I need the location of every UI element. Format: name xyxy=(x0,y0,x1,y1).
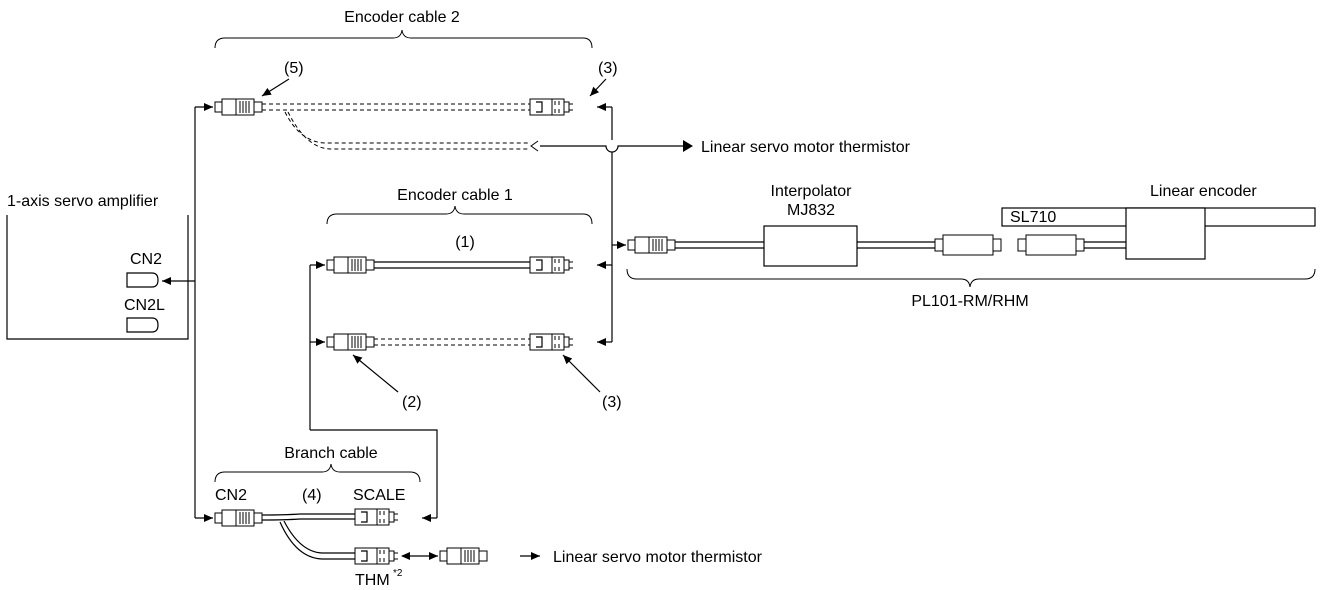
linear-encoder-title: Linear encoder xyxy=(1150,183,1257,200)
thm-extension-connector xyxy=(439,547,488,565)
branch-cable-label: Branch cable xyxy=(284,445,377,462)
cn2-label: CN2 xyxy=(130,251,162,268)
branch-cn2-connector xyxy=(214,509,263,527)
branch-cn2-label: CN2 xyxy=(215,487,247,504)
ref-1-label: (1) xyxy=(455,234,475,251)
cable1b-amp-connector xyxy=(326,333,375,351)
cable1-amp-connector xyxy=(326,256,375,274)
ref-3-top-arrow xyxy=(589,78,607,97)
ref-2-label: (2) xyxy=(402,394,422,411)
branch-scale-connector xyxy=(354,508,399,526)
interpolator-out-connector xyxy=(942,234,994,256)
cable1-encoder-connector xyxy=(529,256,574,274)
encoder-in-connector xyxy=(1025,234,1077,256)
encoder-cable-1: Encoder cable 1 (1) (2) (3) xyxy=(326,187,622,411)
encoder-cable-2-brace xyxy=(214,29,593,49)
interpolator-assembly: Interpolator MJ832 Linear encoder SL710 … xyxy=(626,183,1316,310)
ref-4-label: (4) xyxy=(302,487,322,504)
thermistor-link-top xyxy=(540,145,683,153)
cable1b-encoder-connector xyxy=(529,333,574,351)
encoder-cable-1-label: Encoder cable 1 xyxy=(397,187,513,204)
cable2-encoder-connector xyxy=(529,98,574,116)
interpolator-model: MJ832 xyxy=(787,202,835,219)
linear-encoder-head xyxy=(1125,207,1206,260)
servo-amplifier: 1-axis servo amplifier CN2 CN2L xyxy=(6,193,189,340)
interpolator-title: Interpolator xyxy=(771,183,853,200)
ref-3-top-label: (3) xyxy=(598,60,618,77)
ref-2-arrow xyxy=(352,354,399,393)
pl101-connector xyxy=(627,236,676,254)
ref-5-arrow xyxy=(261,78,290,97)
pl101-label: PL101-RM/RHM xyxy=(911,293,1028,310)
thermistor-top-label: Linear servo motor thermistor xyxy=(701,139,911,156)
linear-encoder-model: SL710 xyxy=(1010,209,1056,226)
cn2l-port xyxy=(126,317,159,333)
pl101-brace xyxy=(626,268,1316,288)
encoder-cable-2-label: Encoder cable 2 xyxy=(344,9,460,26)
ref-3-bottom-label: (3) xyxy=(602,394,622,411)
branch-cable-brace xyxy=(214,463,421,483)
ref-5-label: (5) xyxy=(284,60,304,77)
branch-cable: Branch cable CN2 (4) SCALE THM *2 Linear… xyxy=(214,445,763,589)
ref-3-bottom-arrow xyxy=(562,354,601,393)
amplifier-label: 1-axis servo amplifier xyxy=(7,193,159,210)
cable2-amp-connector xyxy=(214,98,263,116)
thermistor-bottom-label: Linear servo motor thermistor xyxy=(553,549,763,566)
interpolator-box xyxy=(763,225,858,267)
branch-scale-label: SCALE xyxy=(353,487,405,504)
cn2-port xyxy=(126,272,159,288)
encoder-cable-2: Encoder cable 2 (5) (3) xyxy=(214,9,618,152)
thm-label: THM xyxy=(355,572,390,589)
encoder-cable-1-brace xyxy=(326,205,593,225)
cn2l-label: CN2L xyxy=(124,297,165,314)
branch-thm-connector xyxy=(354,547,399,565)
amplifier-outline xyxy=(6,215,189,340)
thm-note: *2 xyxy=(393,568,403,579)
